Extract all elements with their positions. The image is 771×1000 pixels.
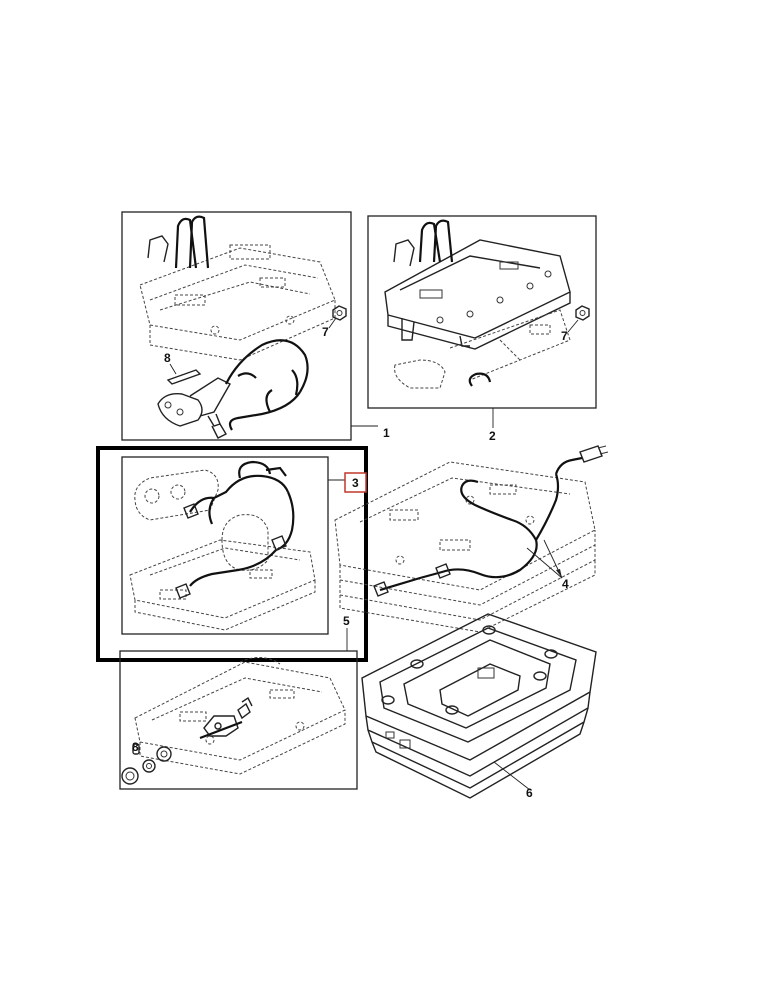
panel-1-frame bbox=[121, 211, 352, 441]
panel-5 bbox=[119, 628, 358, 790]
panel-3-dashed-base bbox=[129, 469, 316, 631]
panel-1-compressor bbox=[157, 339, 309, 439]
panel-5-valve bbox=[199, 696, 253, 740]
panel-3-frame bbox=[121, 456, 329, 635]
panel-2-handle bbox=[393, 219, 454, 267]
item-4-dashed-base bbox=[334, 461, 596, 633]
item-4-assembly bbox=[334, 445, 609, 633]
panel-1-handle bbox=[147, 215, 210, 269]
panel-5-frame bbox=[119, 650, 358, 790]
panel-2-nut bbox=[575, 305, 590, 321]
callout-7-panel-1: 7 bbox=[322, 325, 329, 339]
item-4-leader-a bbox=[526, 547, 563, 579]
panel-1-nut bbox=[332, 305, 347, 321]
item-4-arrowhead bbox=[556, 569, 562, 578]
callout-8-panel-5: 8 bbox=[132, 740, 139, 754]
panel-2-clip bbox=[468, 372, 492, 387]
panel-5-dashed-base bbox=[134, 657, 346, 775]
callout-7-panel-2: 7 bbox=[561, 329, 568, 343]
callout-7-panel-1-leader bbox=[328, 317, 337, 329]
panel-1-seat-base bbox=[139, 244, 336, 361]
item-6-tray bbox=[361, 613, 597, 799]
panel-1-label-strip bbox=[166, 369, 202, 385]
callout-8-panel-1: 8 bbox=[164, 351, 171, 365]
callout-3-box bbox=[344, 472, 367, 493]
callout-5: 5 bbox=[343, 614, 350, 628]
callout-2: 2 bbox=[489, 429, 496, 443]
panel-2-frame bbox=[367, 215, 597, 409]
panel-2 bbox=[367, 215, 597, 428]
panel-5-fittings bbox=[121, 743, 172, 785]
highlight-frame bbox=[96, 446, 368, 662]
callout-7-panel-2-leader bbox=[567, 319, 579, 333]
callout-6: 6 bbox=[526, 786, 533, 800]
callout-3: 3 bbox=[352, 476, 359, 490]
callout-1: 1 bbox=[383, 426, 390, 440]
callout-8-panel-1-leader bbox=[169, 363, 177, 375]
panel-2-lower-dashed bbox=[394, 309, 571, 389]
item-6-leader bbox=[493, 761, 531, 791]
callout-4: 4 bbox=[562, 577, 569, 591]
panel-2-top-plate bbox=[384, 239, 571, 350]
panel-3 bbox=[121, 456, 345, 635]
panel-3-harness bbox=[175, 460, 295, 599]
item-4-harness bbox=[373, 445, 609, 597]
panel-1 bbox=[121, 211, 378, 441]
